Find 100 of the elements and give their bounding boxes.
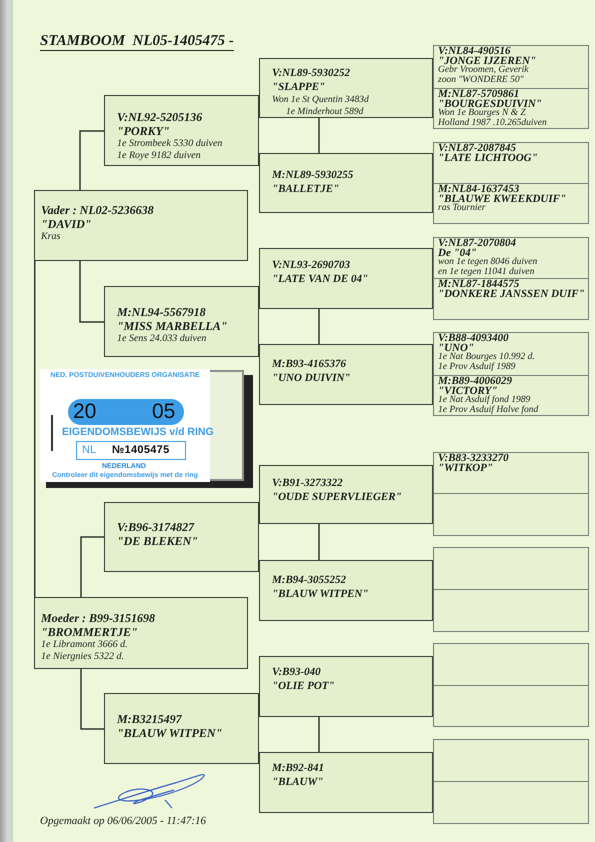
connector-line xyxy=(79,130,104,190)
pedigree-box xyxy=(259,344,433,405)
ring-number: V:NL93-2690703 xyxy=(272,258,352,272)
ring-number: V:NL92-5205136 xyxy=(117,110,204,124)
ring-number: V:NL87-2087845 xyxy=(438,143,516,153)
title: STAMBOOM NL05-1405475 - xyxy=(40,33,234,51)
connector-line xyxy=(79,261,104,323)
connector-line xyxy=(318,118,320,153)
result-text: ras Tournier xyxy=(438,204,486,214)
ring-number: V:B83-3233270 xyxy=(438,453,510,463)
result-text: 1e Strombeek 5330 duiven xyxy=(117,138,224,150)
pedigree-box xyxy=(259,153,433,213)
ring-number: M:B89-4006029 xyxy=(438,376,513,386)
connector-line xyxy=(318,717,320,752)
pigeon-name: "OUDE SUPERVLIEGER" xyxy=(272,490,403,504)
ring-number: V:B96-3174827 xyxy=(117,520,196,534)
pedigree-box xyxy=(433,278,589,320)
result-text: Kras xyxy=(41,231,62,243)
ring-number: M:NL94-5567918 xyxy=(117,305,207,319)
pigeon-name: "VICTORY" xyxy=(438,386,498,396)
result-text: zoon "WONDERE 50" xyxy=(438,76,525,86)
pigeon-name: "DONKERE JANSSEN DUIF" xyxy=(438,289,586,299)
result-text: 1e Minderhout 589d xyxy=(285,106,364,118)
pigeon-name: "SLAPPE" xyxy=(272,80,326,94)
pedigree-box xyxy=(433,142,589,184)
pigeon-name: "BOURGESDUIVIN" xyxy=(438,99,543,109)
ring-number: V:NL84-490516 xyxy=(438,46,511,56)
connector-line xyxy=(318,309,320,344)
pedigree-box xyxy=(104,286,259,357)
pigeon-name: "MISS MARBELLA" xyxy=(117,319,228,333)
pedigree-box xyxy=(259,752,433,813)
ring-number: M:B93-4165376 xyxy=(272,357,347,371)
pedigree-box xyxy=(433,332,589,376)
connector-line xyxy=(80,669,104,730)
ring-number: M:NL87-1844575 xyxy=(438,279,520,289)
ring-number: №1405475 xyxy=(112,445,170,456)
empty-pedigree-box xyxy=(433,739,589,782)
pigeon-name: "LATE LICHTOOG" xyxy=(438,153,539,163)
year-text: 20 xyxy=(73,399,96,425)
empty-pedigree-box xyxy=(433,781,589,824)
pedigree-box xyxy=(34,597,248,669)
year-text: 05 xyxy=(152,399,176,425)
ring-number: M:B92-841 xyxy=(272,761,325,775)
pigeon-name: "PORKY" xyxy=(117,124,171,138)
empty-pedigree-box xyxy=(433,685,589,727)
result-text: 1e Nat Asduif fond 1989 xyxy=(438,396,532,405)
country-code: NL xyxy=(82,445,96,456)
pedigree-box xyxy=(433,452,589,494)
pigeon-name: "BLAUW WITPEN" xyxy=(117,726,224,740)
pigeon-name: "JONGE IJZEREN" xyxy=(438,56,538,66)
result-text: en 1e tegen 11041 duiven xyxy=(438,268,536,278)
result-text: 1e Roye 9182 duiven xyxy=(117,150,202,162)
ring-number: V:NL87-2070804 xyxy=(438,238,518,248)
result-text: 1e Prov Asduif 1989 xyxy=(438,362,516,372)
pigeon-name: "LATE VAN DE 04" xyxy=(272,272,370,286)
empty-pedigree-box xyxy=(433,589,589,632)
result-text: 1e Nat Bourges 10.992 d. xyxy=(438,353,536,362)
pedigree-box xyxy=(433,45,589,89)
ring-number: M:NL89-5930255 xyxy=(272,168,354,182)
pedigree-box xyxy=(433,88,589,129)
connector-line xyxy=(318,524,320,560)
pedigree-box xyxy=(104,502,259,572)
connector-line xyxy=(34,261,36,597)
pedigree-box xyxy=(259,248,433,309)
ring-number: Moeder : B99-3151698 xyxy=(41,611,156,625)
pigeon-name: De "04" xyxy=(438,248,477,258)
ring-number: V:B93-040 xyxy=(272,665,322,679)
result-text: Gebr Vroomen, Geverik xyxy=(438,66,528,76)
ring-number: M:B94-3055252 xyxy=(272,573,347,587)
pigeon-name: "DAVID" xyxy=(41,217,92,231)
pedigree-box xyxy=(259,58,433,118)
result-text: 1e Prov Asduif Halve fond xyxy=(438,406,540,416)
pedigree-box xyxy=(259,656,433,717)
pedigree-box xyxy=(259,465,433,524)
empty-pedigree-box xyxy=(433,493,589,536)
pedigree-box xyxy=(433,183,589,224)
ring-number: V:B91-3273322 xyxy=(272,476,344,490)
pigeon-name: "BLAUWE KWEEKDUIF" xyxy=(438,194,568,204)
pigeon-name: "BLAUW" xyxy=(272,775,324,789)
certificate-title: EIGENDOMSBEWIJS v/d RING xyxy=(62,427,214,438)
pigeon-name: "UNO" xyxy=(438,343,474,353)
empty-pedigree-box xyxy=(433,547,589,590)
pedigree-box xyxy=(104,693,259,764)
result-text: 1e Niergnies 5322 d. xyxy=(41,651,125,663)
ring-number: M:NL84-1637453 xyxy=(438,184,520,194)
pigeon-name: "WITKOP" xyxy=(438,463,494,473)
pigeon-name: "BLAUW WITPEN" xyxy=(272,587,370,601)
pigeon-name: "UNO DUIVIN" xyxy=(272,371,352,385)
result-text: won 1e tegen 8046 duiven xyxy=(438,258,538,267)
ring-number: V:NL89-5930252 xyxy=(272,66,352,80)
result-text: 1e Libramont 3666 d. xyxy=(41,639,129,651)
pigeon-name: "BALLETJE" xyxy=(272,182,340,196)
pedigree-box xyxy=(433,237,589,279)
pigeon-name: "BROMMERTJE" xyxy=(41,625,139,639)
result-text: Won 1e Bourges N & Z xyxy=(438,109,527,118)
result-text: Won 1e St Quentin 3483d xyxy=(272,94,370,106)
ring-number: M:NL87-5709861 xyxy=(438,89,520,99)
result-text: 1e Sens 24.033 duiven xyxy=(117,333,208,345)
ring-number: M:B3215497 xyxy=(117,712,183,726)
ring-number: V:B88-4093400 xyxy=(438,333,510,343)
